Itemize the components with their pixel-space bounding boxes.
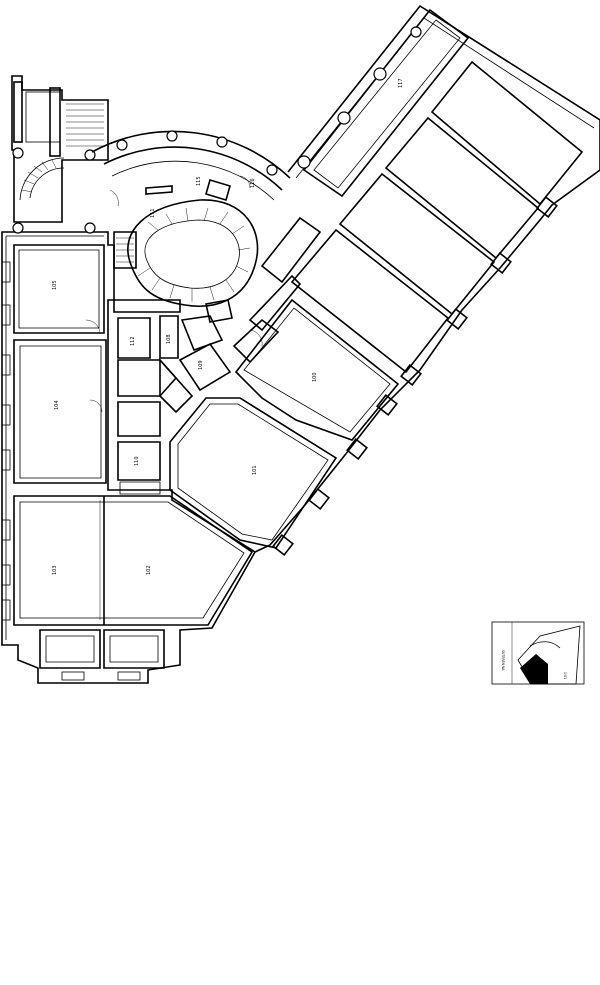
room-label-108: 108 <box>166 334 172 344</box>
room-label-117: 117 <box>398 78 404 88</box>
rotunda <box>91 130 291 313</box>
room-labels: 105 104 103 102 101 100 111 112 115 116 … <box>52 78 404 575</box>
room-label-100: 100 <box>312 372 318 382</box>
outer-walls <box>1 231 257 684</box>
room-label-109: 109 <box>198 360 204 370</box>
room-label-103: 103 <box>52 565 58 575</box>
stair-tower <box>11 75 109 234</box>
room-label-111: 111 <box>150 208 156 218</box>
room-label-104: 104 <box>54 400 60 410</box>
diagonal-wing <box>254 4 600 556</box>
room-label-110: 110 <box>134 456 140 466</box>
room-label-105: 105 <box>52 280 58 290</box>
room-label-116: 116 <box>250 178 256 188</box>
central-rooms <box>85 175 400 549</box>
key-plan-box: SUTERÉN NA 1:01 <box>491 621 585 685</box>
room-label-101: 101 <box>252 465 258 475</box>
room-label-112: 112 <box>130 336 136 346</box>
key-plan-sheet: 1:01 <box>563 672 567 679</box>
key-plan-caption: SUTERÉN NA <box>501 650 506 671</box>
room-label-102: 102 <box>146 565 152 575</box>
room-label-115: 115 <box>196 176 202 186</box>
